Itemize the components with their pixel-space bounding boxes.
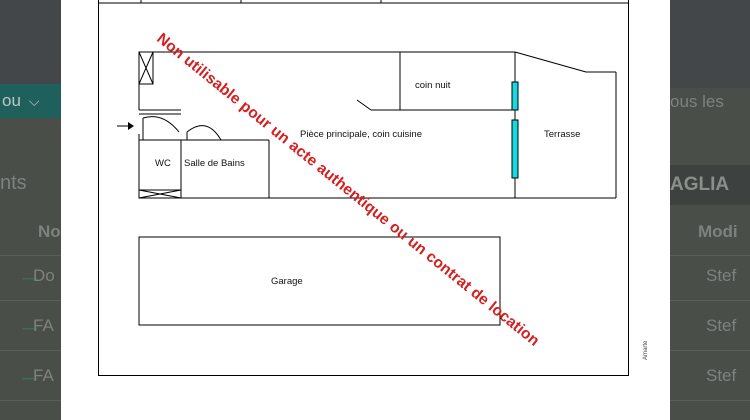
background-row-text: Do <box>33 266 55 285</box>
wall <box>514 51 587 73</box>
room-label-garage: Garage <box>271 276 303 287</box>
background-link-fragment: ous les <box>670 92 724 111</box>
cabinet-box <box>138 51 154 85</box>
leaf-icon: ⸏ <box>22 364 38 381</box>
background-column-header: Modi <box>698 222 738 241</box>
background-dropdown-label: ou <box>2 91 21 110</box>
room-label-piece-principale: Pièce principale, coin cuisine <box>300 129 422 140</box>
background-dropdown-button[interactable]: ou ⌵ <box>0 84 64 118</box>
background-row-text: Stef <box>706 316 737 335</box>
room-label-salle-de-bains: Salle de Bains <box>184 158 245 169</box>
background-column-header: No <box>38 222 61 241</box>
background-title-fragment: AGLIA <box>670 174 730 195</box>
background-row-text: FA <box>33 316 54 335</box>
door-swing <box>356 99 372 111</box>
cabinet-cross <box>138 51 154 85</box>
leaf-icon: ⸏ <box>22 264 38 281</box>
chevron-down-icon: ⌵ <box>28 93 40 109</box>
cabinet-box <box>138 189 182 199</box>
door-swing <box>186 125 222 141</box>
background-title-panel <box>670 165 750 205</box>
cabinet-cross <box>138 189 182 199</box>
background-row-text: FA <box>33 366 54 385</box>
leaf-icon: ⸏ <box>22 314 38 331</box>
background-row-text: Stef <box>706 366 737 385</box>
credit-text: Amarte <box>643 340 649 360</box>
window <box>511 119 519 179</box>
background-breadcrumb-fragment: nts <box>0 172 27 194</box>
garage-outline <box>138 236 501 326</box>
room-label-terrasse: Terrasse <box>544 129 581 140</box>
door-swing <box>142 116 180 133</box>
background-row-text: Stef <box>706 266 737 285</box>
entry-arrow-icon <box>117 122 134 130</box>
window <box>511 81 519 111</box>
document-page <box>98 0 629 376</box>
document-viewer-modal: coin nuit Pièce principale, coin cuisine… <box>61 0 670 420</box>
room-label-wc: WC <box>155 158 171 169</box>
floor-plan-drawing <box>99 0 628 326</box>
room-label-coin-nuit: coin nuit <box>415 80 451 91</box>
